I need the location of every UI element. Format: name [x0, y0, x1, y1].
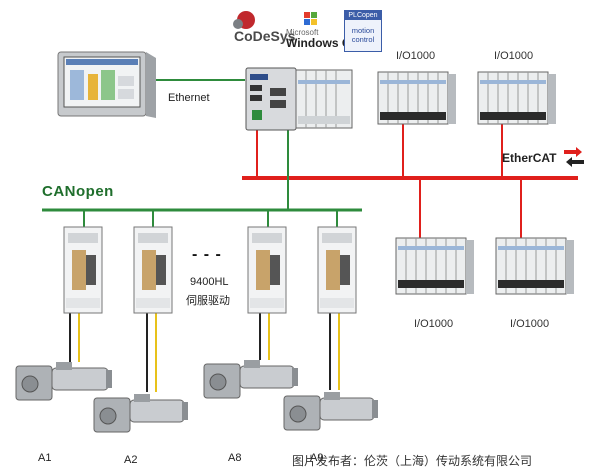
windows-ce-microsoft: Microsoft — [286, 28, 319, 37]
io-module-bottom-2 — [495, 237, 574, 295]
gear-motor-a2 — [93, 394, 188, 433]
drive-dashes: - - - — [192, 246, 222, 263]
servo-drive-a1 — [63, 226, 103, 314]
io-module-top-2 — [477, 71, 556, 125]
gear-motor-a1 — [15, 362, 112, 401]
windows-flag-icon — [304, 12, 317, 25]
ethercat-label-a: Ether — [502, 151, 533, 165]
image-credit: 图片发布者：伦茨（上海）传动系统有限公司 — [292, 454, 533, 468]
io-bottom-1-label: I/O1000 — [414, 318, 454, 330]
io-module-top-1 — [377, 71, 456, 125]
controller-unit — [245, 67, 353, 131]
io-module-bottom-1 — [395, 237, 474, 295]
codesys-logo: CoDeSys — [234, 28, 296, 44]
io-top-2-label: I/O1000 — [494, 50, 534, 62]
codesys-logo-icon — [233, 11, 255, 29]
servo-drive-a9 — [317, 226, 357, 314]
drive-desc-label: 伺服驱动 — [186, 294, 230, 307]
gear-motor-a9 — [283, 392, 378, 431]
canopen-label: CANopen — [42, 183, 114, 200]
ethercat-label: EtherCAT — [502, 151, 556, 165]
io-bottom-2-label: I/O1000 — [510, 318, 550, 330]
io-top-1-label: I/O1000 — [396, 50, 436, 62]
ethernet-label: Ethernet — [168, 92, 210, 104]
windows-ce-logo: Microsoft Windows CE — [286, 28, 359, 50]
hmi-panel — [57, 51, 156, 118]
axis-a9-label: A9 — [310, 452, 324, 464]
plcopen-top: PLCopen — [345, 11, 381, 20]
axis-a2-label: A2 — [124, 454, 138, 466]
plcopen-logo: PLCopen motion control — [344, 10, 382, 52]
servo-drive-a2 — [133, 226, 173, 314]
windows-ce-text: Windows CE — [286, 36, 359, 50]
plcopen-motion: motion — [351, 26, 375, 35]
plcopen-control: control — [351, 35, 375, 44]
servo-drive-a8 — [247, 226, 287, 314]
ethercat-arrows-icon — [564, 147, 584, 167]
axis-a8-label: A8 — [228, 452, 242, 464]
drive-series-label: 9400HL — [190, 276, 229, 288]
axis-a1-label: A1 — [38, 452, 52, 464]
gear-motor-a8 — [203, 360, 298, 399]
ethercat-label-b: CAT — [532, 151, 557, 165]
